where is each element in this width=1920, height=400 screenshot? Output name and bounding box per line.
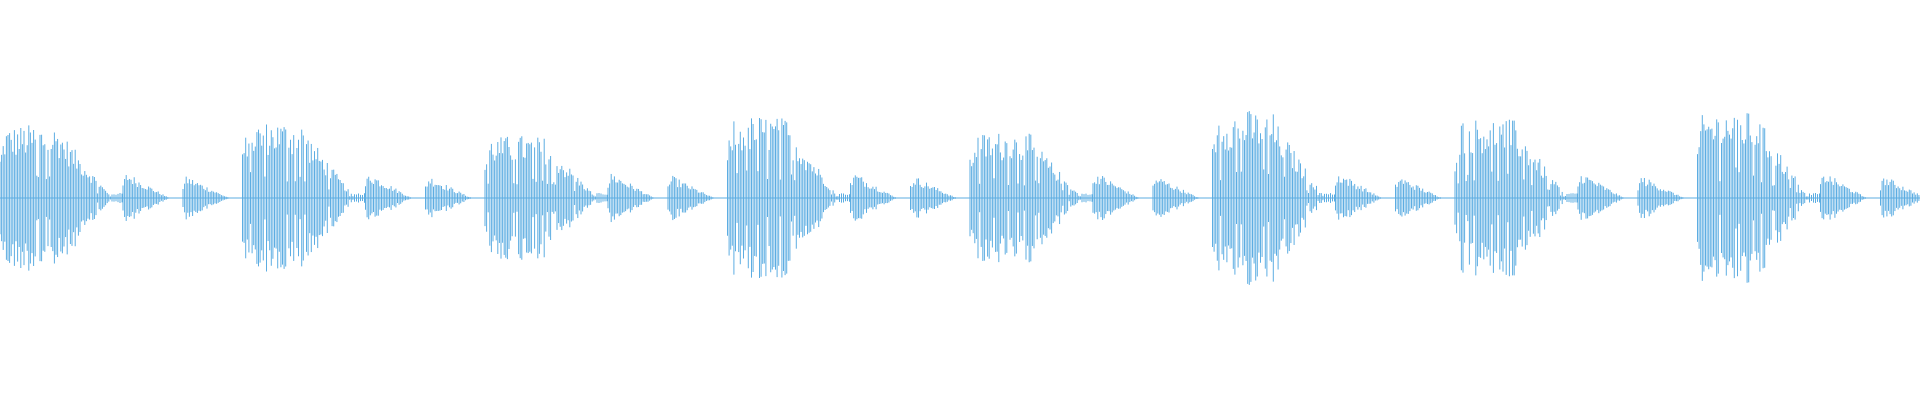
waveform-strokes: [0, 111, 1920, 285]
